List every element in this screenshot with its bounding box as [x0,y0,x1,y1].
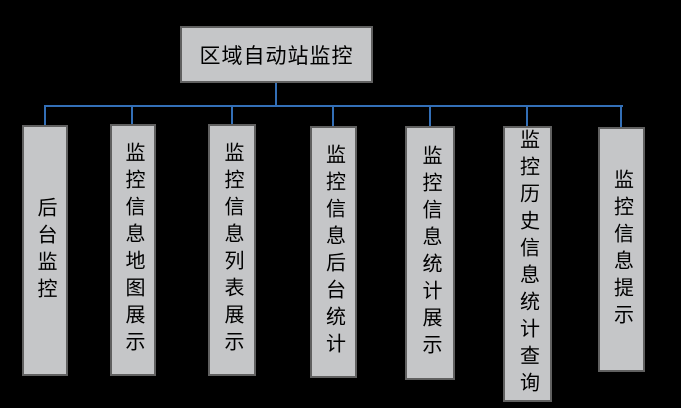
drop-connector-6 [526,105,528,126]
node-history-statistics-query-label: 监控历史信息统计查询 [516,129,539,399]
root-stem-connector [275,83,277,106]
drop-connector-1 [44,105,46,125]
drop-connector-7 [620,105,622,127]
drop-connector-3 [231,105,233,124]
node-backend-monitoring: 后台监控 [22,125,68,376]
node-info-alert: 监控信息提示 [598,127,645,372]
drop-connector-5 [429,105,431,126]
node-list-display: 监控信息列表展示 [208,124,256,376]
node-root-label: 区域自动站监控 [199,43,354,68]
node-info-alert-label: 监控信息提示 [610,168,633,331]
drop-connector-2 [131,105,133,124]
drop-connector-4 [332,105,334,126]
node-backend-monitoring-label: 后台监控 [34,196,56,305]
node-history-statistics-query: 监控历史信息统计查询 [503,126,552,402]
node-statistics-display: 监控信息统计展示 [405,126,455,380]
node-map-display: 监控信息地图展示 [110,124,156,376]
node-backend-statistics-label: 监控信息后台统计 [322,144,345,360]
node-root: 区域自动站监控 [180,26,373,83]
node-statistics-display-label: 监控信息统计展示 [419,145,441,361]
node-list-display-label: 监控信息列表展示 [221,142,243,358]
node-backend-statistics: 监控信息后台统计 [310,126,357,378]
node-map-display-label: 监控信息地图展示 [122,142,144,358]
